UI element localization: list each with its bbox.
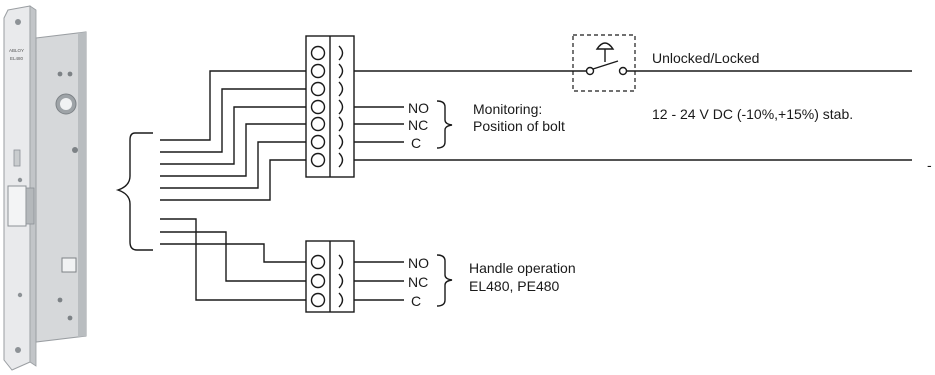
wires-lower-group <box>160 218 310 301</box>
terminal-row <box>310 63 344 79</box>
handle-wires <box>354 261 404 301</box>
left-brace <box>115 132 153 251</box>
handle-no-label: NO <box>408 255 429 271</box>
terminal-row <box>310 292 344 308</box>
handle-title: Handle operation <box>469 260 576 276</box>
terminal-row <box>310 116 344 132</box>
monitoring-subtitle: Position of bolt <box>473 118 565 134</box>
monitoring-c-label: C <box>411 135 421 151</box>
terminal-row <box>310 45 344 61</box>
handle-brace <box>436 254 453 307</box>
supply-voltage-label: 12 - 24 V DC (-10%,+15%) stab. <box>652 106 853 122</box>
lock-switch-symbol <box>572 34 636 92</box>
edge-mark: - <box>927 157 932 173</box>
lock-model-text: EL480 <box>10 56 24 61</box>
terminal-row <box>310 99 344 115</box>
lock-brand-text: ABLOY <box>9 48 24 53</box>
terminal-row <box>310 81 344 97</box>
lock-case-illustration: ABLOY EL480 <box>3 5 87 371</box>
monitoring-title: Monitoring: <box>473 101 542 117</box>
terminal-row <box>310 273 344 289</box>
terminal-row <box>310 134 344 150</box>
handle-nc-label: NC <box>408 274 428 290</box>
terminal-block-upper <box>305 35 355 178</box>
monitoring-no-label: NO <box>408 100 429 116</box>
supply-wires <box>354 70 912 161</box>
terminal-row <box>310 152 344 168</box>
terminal-block-lower <box>305 240 355 313</box>
wires-upper-group <box>160 70 310 201</box>
handle-c-label: C <box>411 293 421 309</box>
handle-subtitle: EL480, PE480 <box>469 278 560 294</box>
switch-label: Unlocked/Locked <box>652 50 759 66</box>
monitoring-wires <box>354 106 404 143</box>
monitoring-brace <box>436 100 453 149</box>
terminal-row <box>310 254 344 270</box>
monitoring-nc-label: NC <box>408 117 428 133</box>
